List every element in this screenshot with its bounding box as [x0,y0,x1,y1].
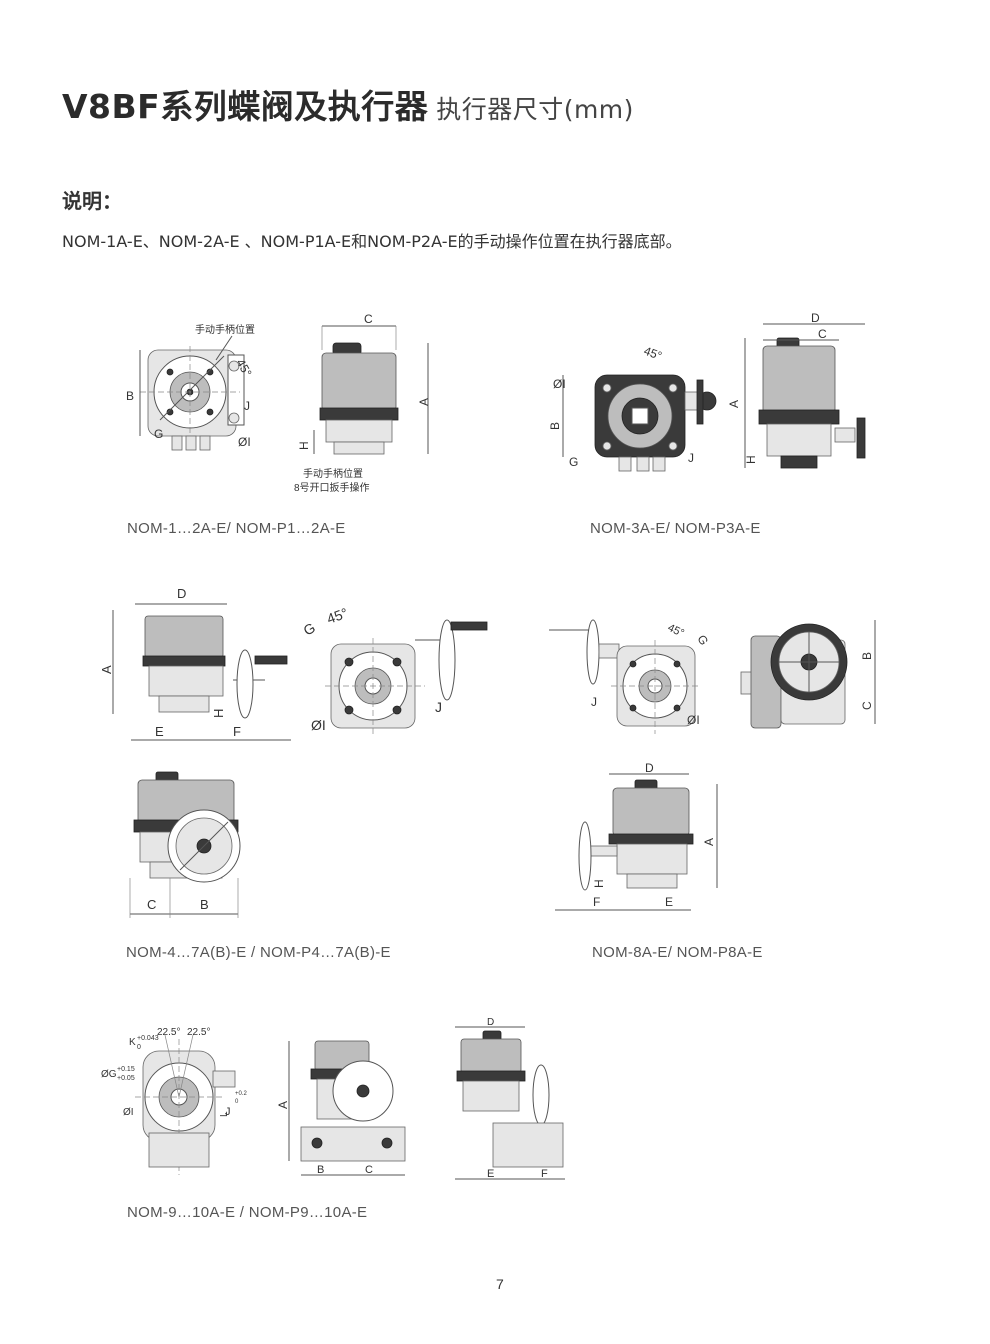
figure-1-drawing: B G J ØI 45° 手动手柄位置 C A H 手动手柄位置 8号开口扳手操… [126,312,431,494]
f5-dim-c: C [147,897,156,912]
f3-dim-f: F [233,724,241,739]
f2-dim-angle: 45° [642,344,664,363]
f2-top-view: ØI 45° B G J [548,344,717,472]
f7-side-view-2: D E F [455,1017,565,1180]
figure-4-drawing: 45° G J ØI B C [549,619,876,734]
f7-top-view: K +0.043 0 22.5° 22.5° ØG +0.15 +0.05 ØI… [101,1027,248,1175]
f4-top-view: 45° G J ØI [549,619,711,734]
figure-2-caption: NOM-3A-E/ NOM-P3A-E [590,520,761,537]
f1-dim-h: H [297,441,311,450]
f7-dim-l: L [219,1111,230,1117]
f2-side-view: D C A H [727,311,866,469]
f3-dim-e: E [155,724,164,739]
f2-dim-i: ØI [553,377,566,391]
f2-dim-a: A [727,400,741,408]
f1-dim-c: C [364,312,373,326]
f1-dim-a: A [417,398,431,406]
f4-dim-i: ØI [687,713,700,727]
figure-3-drawing: D A H E F G 45° ØI J [99,586,488,741]
f3-dim-g: G [301,619,318,638]
f7-dim-i: ØI [123,1107,134,1118]
f1-dim-j: J [244,399,250,413]
figure-1-caption: NOM-1…2A-E/ NOM-P1…2A-E [127,520,346,537]
f7-dim-g: ØG [101,1069,117,1080]
figure-6-drawing: D A H F E [555,761,718,911]
f2-dim-h: H [744,455,758,464]
f5-dim-b: B [200,897,209,912]
f7-dim-j: J [225,1106,231,1118]
f1-handle-label: 手动手柄位置 [195,323,255,336]
page-title: V8BF系列蝶阀及执行器执行器尺寸(mm) [62,80,634,128]
f7-dim-angle-1: 22.5° [157,1027,180,1038]
f1-dim-i: ØI [238,435,251,449]
figure-5-caption: NOM-4…7A(B)-E / NOM-P4…7A(B)-E [126,944,391,961]
figure-7-caption: NOM-9…10A-E / NOM-P9…10A-E [127,1204,368,1221]
title-main: V8BF系列蝶阀及执行器 [62,87,429,126]
f3-dim-a: A [99,665,114,674]
f4-dim-b: B [860,652,874,660]
f7-side-view-1: A B C [276,1040,406,1176]
f7-dim-g-upper: +0.15 [117,1066,135,1073]
f4-dim-angle: 45° [666,622,686,640]
f3-dim-d: D [177,586,186,601]
page-number: 7 [496,1276,504,1292]
f7-dim-g-lower: +0.05 [117,1075,135,1082]
f6-dim-f: F [593,895,600,909]
f4-side-view: B C [740,620,876,729]
f6-dim-d: D [645,761,654,775]
f7-dim-k-lower: 0 [137,1044,141,1051]
f7-dim-f: F [541,1168,548,1180]
f3-dim-h: H [211,709,226,718]
f7-dim-a: A [276,1101,290,1109]
f7-dim-d: D [487,1017,494,1028]
f7-dim-l-lower: 0 [235,1099,239,1105]
f3-top-view: G 45° ØI J [301,605,488,736]
figure-7-drawing: K +0.043 0 22.5° 22.5° ØG +0.15 +0.05 ØI… [101,1017,565,1180]
f2-dim-c: C [818,327,827,341]
f3-dim-i: ØI [311,717,326,733]
f7-dim-angle-2: 22.5° [187,1027,210,1038]
f4-dim-g: G [694,633,711,648]
f3-dim-j: J [435,699,442,715]
f2-dim-j: J [688,451,694,465]
f1-dim-g: G [154,427,163,441]
note-heading: 说明： [62,189,122,213]
f1-handle-label-2: 手动手柄位置 [303,467,363,480]
f3-dim-angle: 45° [325,605,350,627]
f2-dim-d: D [811,311,820,325]
f7-dim-c: C [365,1164,373,1176]
title-subtitle: 执行器尺寸(mm) [436,95,634,124]
f1-dim-b: B [126,389,134,403]
f1-wrench-label: 8号开口扳手操作 [294,481,370,494]
figure-6-caption: NOM-8A-E/ NOM-P8A-E [592,944,763,961]
f6-dim-a: A [702,838,716,846]
f7-dim-k: K [129,1037,136,1048]
f1-side-view: C A H 手动手柄位置 8号开口扳手操作 [294,312,431,494]
f2-dim-g: G [569,455,578,469]
f4-dim-c: C [860,701,874,710]
f7-dim-l-upper: +0.2 [235,1091,248,1097]
f4-dim-j: J [591,695,597,709]
f3-side-view: D A H E F [99,586,291,741]
note-text: NOM-1A-E、NOM-2A-E 、NOM-P1A-E和NOM-P2A-E的手… [62,232,682,251]
f2-dim-b: B [548,422,562,430]
f7-dim-b: B [317,1164,324,1176]
f7-dim-k-upper: +0.043 [137,1035,159,1042]
f1-top-view: B G J ØI 45° 手动手柄位置 [126,323,255,451]
f6-dim-e: E [665,895,673,909]
figure-5-drawing: C B [129,771,241,918]
f7-dim-e: E [487,1168,494,1180]
figure-2-drawing: ØI 45° B G J D C A H [548,311,866,472]
f6-dim-h: H [592,879,606,888]
